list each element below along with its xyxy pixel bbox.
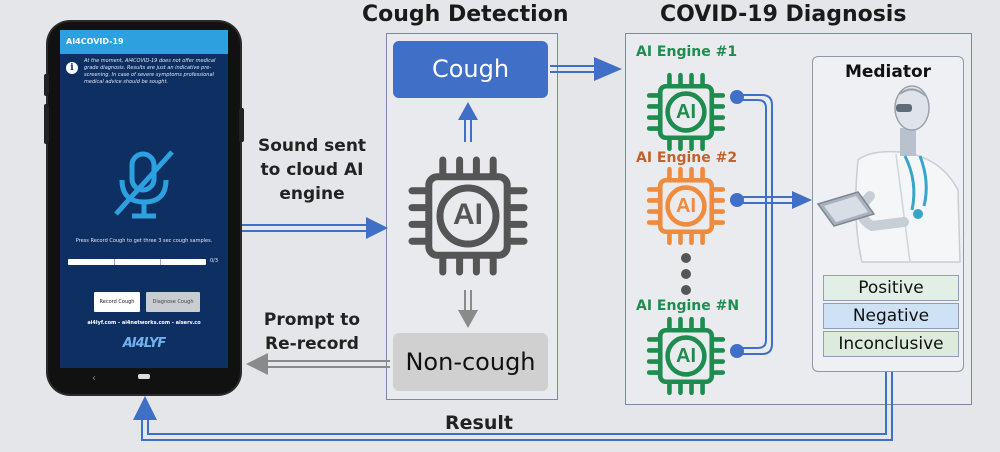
engine-connectors: [740, 94, 796, 355]
app-title: AI4COVID-19: [60, 30, 228, 54]
outcome-inconclusive: Inconclusive: [823, 331, 959, 357]
outcome-positive: Positive: [823, 275, 959, 301]
ai-engine-1-label: AI Engine #1: [636, 44, 738, 60]
svg-text:AI: AI: [453, 198, 483, 231]
ai-engine-1-chip: AI: [649, 75, 723, 149]
phone-nav-bar: ‹: [92, 373, 150, 384]
record-instruction: Press Record Cough to get three 3 sec co…: [75, 238, 213, 244]
to-non-cough-arrow: [458, 290, 478, 328]
mic-off-icon: [114, 150, 174, 219]
result-return-arrow: [141, 372, 893, 441]
phone-screen: AI4COVID-19 i At the moment, AI4COVID-19…: [60, 30, 228, 368]
to-diagnosis-arrow: [550, 57, 622, 81]
robot-doctor-illustration: [816, 85, 961, 263]
covid-diagnosis-heading: COVID-19 Diagnosis: [660, 2, 907, 27]
cough-detection-ai-chip: AI: [412, 160, 524, 272]
connector-dots: [730, 90, 744, 358]
non-cough-box: Non-cough: [393, 333, 548, 391]
to-cough-arrow: [458, 102, 478, 142]
record-cough-button[interactable]: Record Cough: [94, 292, 140, 312]
outcome-negative: Negative: [823, 303, 959, 329]
svg-text:AI: AI: [676, 195, 696, 217]
result-label: Result: [445, 412, 513, 434]
mediator-title: Mediator: [844, 62, 932, 82]
cough-box: Cough: [393, 41, 548, 98]
ai-engine-n-label: AI Engine #N: [636, 298, 740, 314]
info-icon: i: [66, 62, 78, 74]
ellipsis-dots: [681, 253, 691, 295]
diagnose-cough-button[interactable]: Diagnose Cough: [146, 292, 200, 312]
home-nav-icon[interactable]: [138, 374, 150, 379]
ai-engine-2-chip: AI: [649, 169, 723, 243]
to-mediator-arrowhead: [792, 191, 812, 209]
sample-count: 0/3: [210, 258, 219, 264]
prompt-rerecord-arrow: [246, 353, 390, 375]
website-links[interactable]: ai4lyf.com - ai4networks.com - aiserv.co: [87, 320, 201, 326]
sound-sent-label: Sound sent to cloud AI engine: [257, 136, 367, 204]
ai-engine-2-label: AI Engine #2: [636, 150, 738, 166]
sample-progress-bar: [68, 259, 206, 265]
svg-text:AI: AI: [676, 101, 696, 123]
cough-detection-heading: Cough Detection: [362, 2, 569, 27]
ai-engine-n-chip: AI: [649, 319, 723, 393]
svg-text:AI: AI: [676, 345, 696, 367]
disclaimer-text: At the moment, AI4COVID-19 does not offe…: [84, 58, 216, 85]
back-nav-icon[interactable]: ‹: [92, 373, 96, 384]
sound-sent-arrow: [242, 217, 388, 239]
prompt-rerecord-label: Prompt to Re-record: [263, 310, 361, 354]
result-arrowhead: [133, 396, 157, 420]
ai4lyf-logo: AI4LYF: [122, 336, 167, 351]
